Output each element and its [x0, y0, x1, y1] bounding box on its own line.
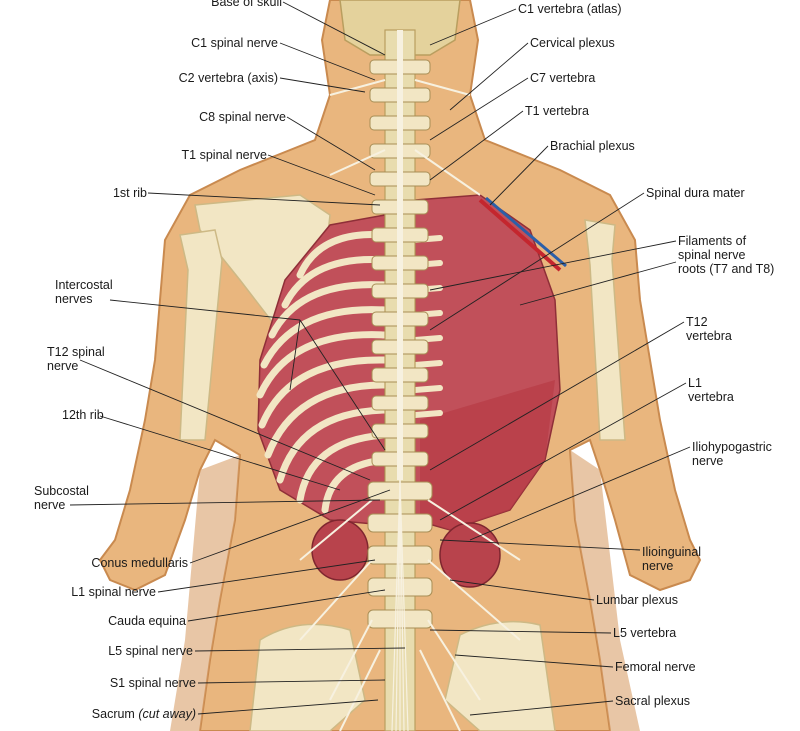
right-ilium — [444, 620, 556, 731]
label-c7-vertebra: C7 vertebra — [530, 71, 596, 85]
label-brachial-plexus: Brachial plexus — [550, 139, 635, 153]
leader-line — [286, 116, 376, 171]
leader-line — [429, 240, 677, 291]
leader-line — [157, 559, 376, 593]
leader-line — [439, 382, 687, 521]
leader-line — [279, 42, 376, 81]
label-s1-spinal-nerve: S1 spinal nerve — [109, 676, 196, 690]
leader-line — [489, 145, 549, 206]
leader-line — [429, 8, 517, 46]
leader-line — [109, 299, 301, 321]
leader-line — [519, 261, 677, 306]
leader-line — [187, 589, 386, 622]
leader-line — [429, 321, 685, 471]
label-twelfth-rib: 12th rib — [62, 408, 104, 422]
leader-line — [429, 629, 612, 634]
label-femoral-nerve: Femoral nerve — [615, 660, 696, 674]
left-ilium — [249, 623, 366, 731]
label-cervical-plexus: Cervical plexus — [530, 36, 615, 50]
label-spinal-dura-mater: Spinal dura mater — [646, 186, 745, 200]
leader-line — [454, 654, 614, 668]
leader-line — [299, 319, 386, 451]
leader-line — [429, 110, 524, 181]
label-t1-vertebra: T1 vertebra — [525, 104, 589, 118]
leader-line — [282, 1, 386, 56]
label-t1-spinal-nerve: T1 spinal nerve — [181, 148, 267, 162]
leader-line — [197, 699, 379, 715]
label-first-rib: 1st rib — [112, 186, 147, 200]
cauda-equina-strands — [391, 479, 409, 731]
label-c1-vertebra: C1 vertebra (atlas) — [518, 2, 622, 16]
leader-line — [449, 579, 595, 601]
label-lumbar-plexus: Lumbar plexus — [596, 593, 678, 607]
leader-line — [197, 679, 386, 684]
label-conus-medullaris: Conus medullaris — [91, 556, 188, 570]
label-c1-spinal-nerve: C1 spinal nerve — [191, 36, 278, 50]
label-c8-spinal-nerve: C8 spinal nerve — [199, 110, 286, 124]
leader-line — [99, 415, 341, 491]
leader-line — [69, 499, 381, 506]
leader-line — [189, 489, 391, 564]
label-c2-vertebra: C2 vertebra (axis) — [178, 71, 278, 85]
leader-line — [194, 647, 406, 652]
leader-line — [267, 154, 376, 196]
label-cauda-equina: Cauda equina — [108, 614, 186, 628]
leader-line — [429, 192, 645, 331]
label-sacrum: Sacrum (cut away) — [91, 707, 196, 721]
leader-line — [79, 359, 371, 481]
label-sacral-plexus: Sacral plexus — [615, 694, 691, 708]
right-humerus — [584, 219, 626, 441]
leader-line — [439, 539, 641, 551]
leader-line — [469, 700, 614, 716]
label-l5-vertebra: L5 vertebra — [613, 626, 677, 640]
leader-line — [429, 77, 529, 141]
leader-line — [279, 77, 366, 93]
leader-line — [469, 446, 691, 541]
leader-line — [289, 319, 301, 391]
leader-lines — [69, 1, 691, 716]
label-l5-spinal-nerve: L5 spinal nerve — [108, 644, 193, 658]
peripheral-nerves — [299, 79, 521, 731]
leader-line — [449, 42, 529, 111]
left-humerus — [179, 229, 223, 441]
label-l1-spinal-nerve: L1 spinal nerve — [71, 585, 156, 599]
label-base-of-skull: Base of skull — [211, 0, 282, 9]
leader-line — [147, 192, 381, 206]
